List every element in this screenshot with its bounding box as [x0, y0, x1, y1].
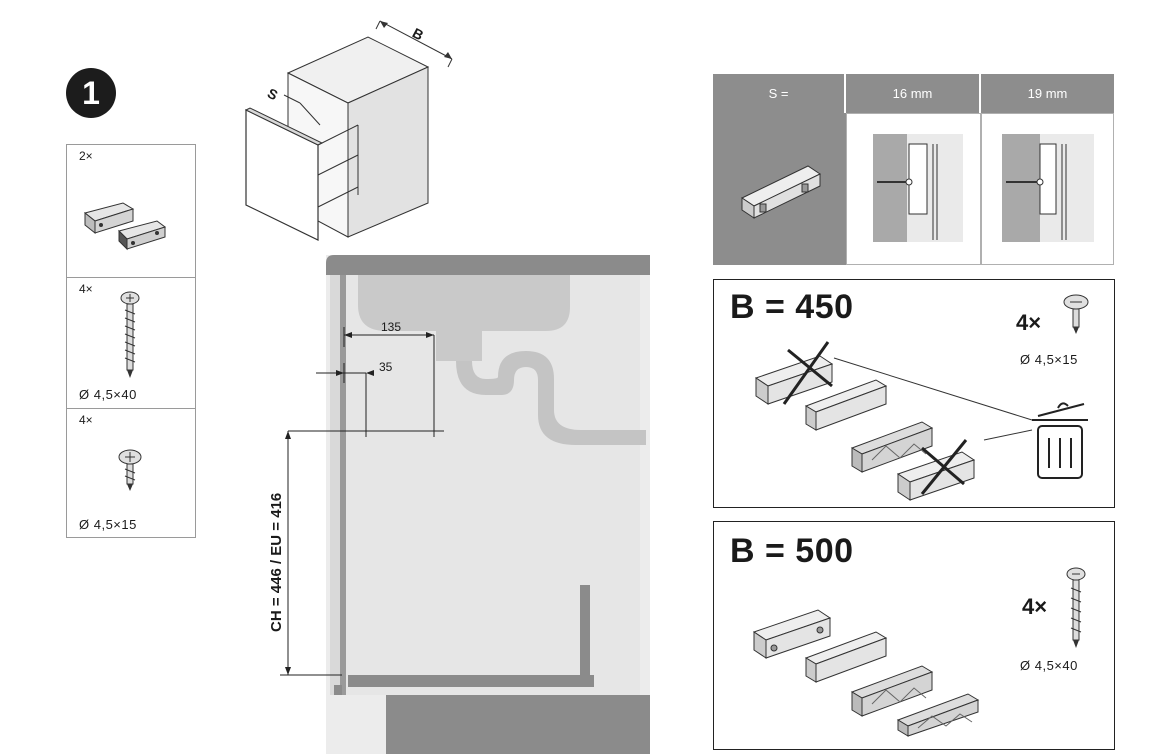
option-b450-qty: 4×	[1016, 310, 1042, 335]
cabinet-isometric-diagram	[244, 20, 453, 241]
spacer-thickness-table: S = 16 mm 19 mm	[713, 74, 1114, 265]
cabinet-section-diagram	[280, 255, 650, 754]
option-b500-panel: B = 500 4× Ø 4,5×40	[713, 521, 1115, 750]
short-screw-icon	[118, 449, 142, 491]
part-diameter: Ø 4,5×40	[79, 387, 137, 402]
table-header-16mm: 16 mm	[846, 74, 979, 113]
option-b500-qty: 4×	[1022, 594, 1048, 619]
option-b450-diameter: Ø 4,5×15	[1020, 352, 1078, 367]
cabinet-height-label: CH = 446 / EU = 416	[268, 492, 285, 632]
option-b500-title: B = 500	[730, 532, 854, 570]
option-b450-illustration	[754, 294, 1089, 501]
parts-list-item-long-screw: 4× Ø 4,5×40	[67, 278, 195, 409]
spacer-16mm-mount-icon	[873, 134, 963, 242]
step-number-badge: 1	[66, 68, 116, 118]
table-cell-19mm	[981, 113, 1114, 265]
parts-list-item-short-screw: 4× Ø 4,5×15	[67, 409, 195, 539]
dimension-135: 135	[381, 320, 402, 334]
parts-list-item-brackets: 2×	[67, 145, 195, 278]
dimension-35: 35	[379, 360, 393, 374]
table-cell-spacer	[713, 113, 846, 265]
option-b450-title: B = 450	[730, 288, 854, 326]
part-qty: 4×	[79, 413, 93, 427]
part-qty: 2×	[79, 149, 93, 163]
spacer-bracket-icon	[740, 165, 822, 219]
option-b500-illustration	[752, 567, 1086, 737]
part-qty: 4×	[79, 282, 93, 296]
bracket-pair-icon	[83, 202, 167, 251]
long-screw-icon	[120, 291, 140, 378]
option-b450-panel: B = 450 4× Ø 4,5×15	[713, 279, 1115, 508]
table-header-s: S =	[713, 74, 844, 113]
spacer-19mm-mount-icon	[1002, 134, 1094, 242]
parts-list: 2× 4×	[66, 144, 196, 538]
table-header-19mm: 19 mm	[981, 74, 1114, 113]
table-cell-16mm	[846, 113, 981, 265]
trash-bin-icon	[1032, 402, 1088, 479]
part-diameter: Ø 4,5×15	[79, 517, 137, 532]
option-b500-diameter: Ø 4,5×40	[1020, 658, 1078, 673]
